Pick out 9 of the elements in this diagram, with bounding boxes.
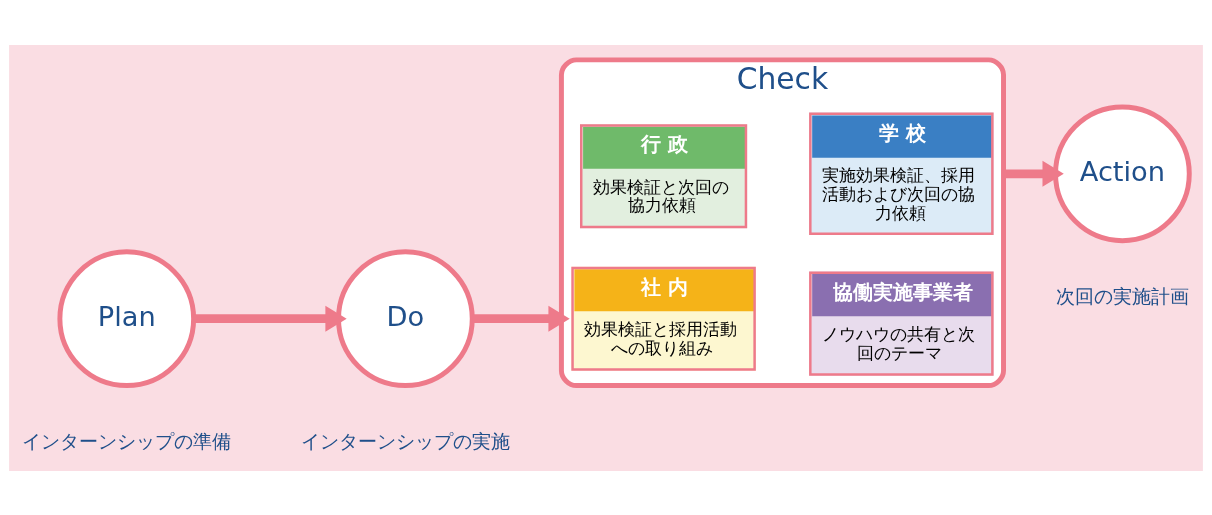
node-label: インターンシップの実施	[300, 430, 510, 452]
node-label: 次回の実施計画	[1055, 285, 1189, 307]
arrow	[1003, 160, 1064, 187]
arrow	[472, 305, 570, 332]
node-circle: Action	[1053, 103, 1192, 243]
node-label: インターンシップの準備	[22, 430, 232, 452]
node-circle: Plan	[57, 248, 197, 388]
arrow	[193, 305, 347, 332]
node-circle: Do	[336, 248, 475, 388]
